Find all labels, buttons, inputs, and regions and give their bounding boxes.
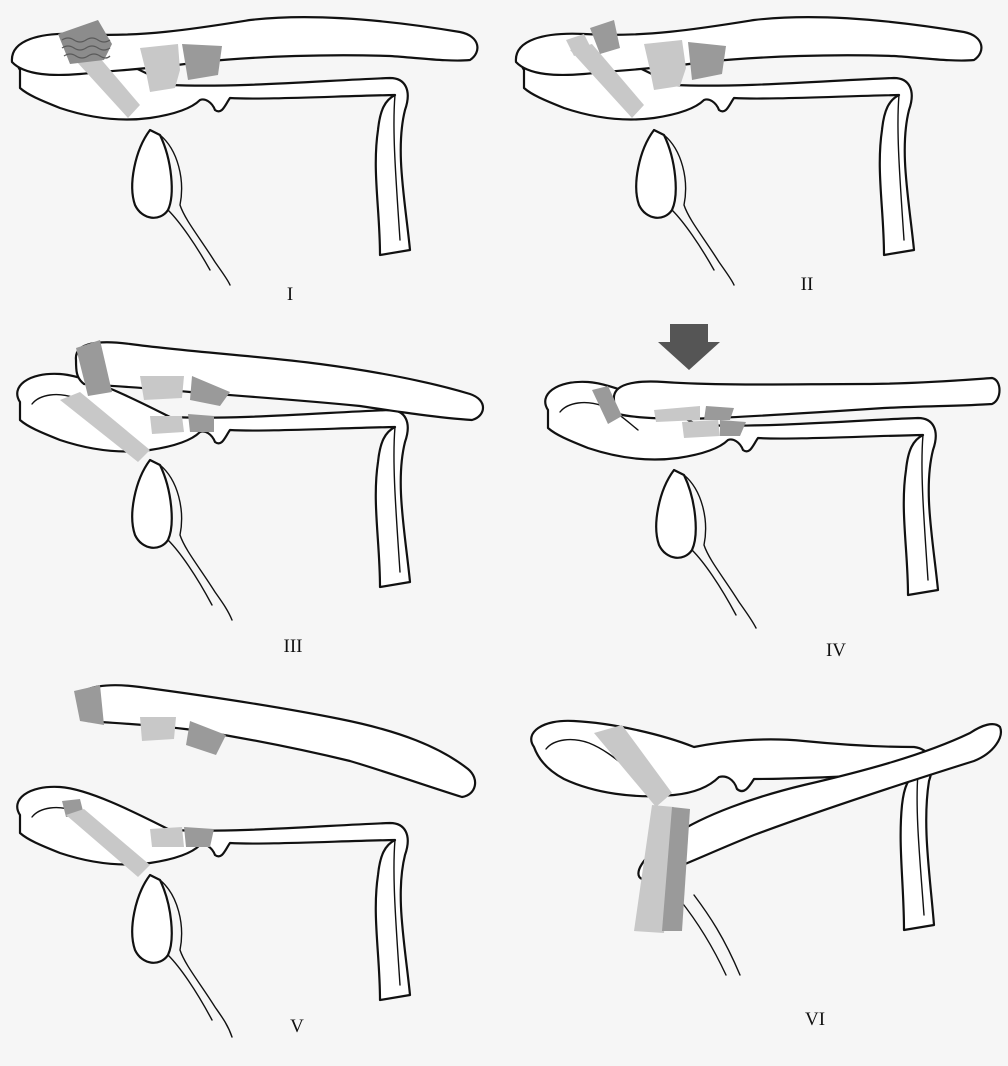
shoulder-anatomy-drawing (0, 0, 504, 355)
trapezoid-ligament-torn-lower (682, 420, 720, 438)
shoulder-anatomy-drawing (504, 0, 1008, 355)
trapezoid-ligament-lower (150, 416, 184, 434)
panel-type-5: V (0, 675, 504, 1066)
scapula (545, 382, 938, 628)
panel-type-1: I (0, 0, 504, 355)
trapezoid-ligament-clavicular-stump (140, 717, 176, 741)
scapula (531, 721, 934, 975)
panel-type-4: IV (504, 320, 1008, 675)
trapezoid-ligament-coracoid-stump (150, 827, 184, 847)
scapula (17, 42, 410, 285)
conoid-ligament (182, 44, 222, 80)
panel-type-6: VI (504, 675, 1008, 1066)
panel-label: V (290, 1016, 304, 1038)
conoid-ligament-lower (188, 414, 214, 432)
panel-type-2: II (504, 0, 1008, 355)
shoulder-anatomy-drawing (0, 675, 504, 1066)
scapula (17, 787, 410, 1037)
panel-label: IV (826, 640, 846, 662)
conoid-ligament-torn-upper (704, 406, 734, 420)
acromioclavicular-ligament-clavicular-stump (74, 685, 104, 725)
panel-label: I (287, 284, 293, 306)
downward-force-arrow-icon (658, 324, 720, 370)
panel-label: III (284, 636, 303, 658)
scapula (521, 42, 914, 285)
conoid-ligament (688, 42, 726, 80)
panel-label: VI (805, 1009, 825, 1031)
shoulder-anatomy-drawing (0, 320, 504, 675)
panel-label: II (801, 274, 814, 296)
conoid-ligament-coracoid-stump (184, 827, 214, 847)
shoulder-anatomy-drawing (504, 320, 1008, 675)
panel-type-3: III (0, 320, 504, 675)
trapezoid-ligament-upper (140, 376, 184, 400)
clavicle-severely-displaced (80, 685, 475, 797)
shoulder-anatomy-drawing (504, 675, 1008, 1066)
